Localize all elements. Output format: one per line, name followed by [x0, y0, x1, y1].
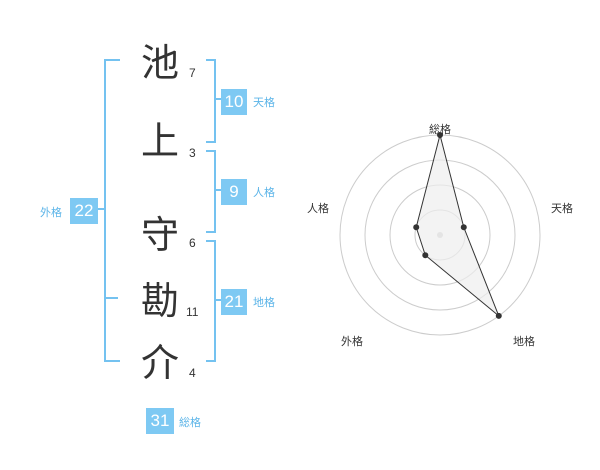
radar-point [460, 224, 467, 231]
stroke-count-3: 6 [189, 236, 196, 250]
chikaku-label: 地格 [253, 296, 275, 309]
jinkaku-value: 9 [221, 179, 247, 205]
radar-axis-label: 地格 [513, 335, 535, 348]
name-char-3: 守 [140, 213, 179, 257]
jinkaku-label: 人格 [253, 186, 275, 199]
gaikaku-value: 22 [70, 198, 98, 224]
gaikaku-divider [104, 297, 118, 299]
name-char-5: 介 [140, 341, 179, 385]
name-char-2: 上 [140, 119, 179, 163]
radar-axis-label: 外格 [341, 335, 363, 348]
radar-point [413, 224, 420, 231]
chikaku-bracket [206, 240, 216, 362]
radar-polygon [415, 134, 500, 317]
radar-point [422, 252, 429, 259]
stroke-count-2: 3 [189, 146, 196, 160]
radar-axis-label: 天格 [551, 202, 573, 215]
jinkaku-connector [216, 189, 222, 191]
tenkaku-value: 10 [221, 89, 247, 115]
radar-point [437, 132, 443, 138]
chikaku-value: 21 [221, 289, 247, 315]
soukaku-label: 総格 [179, 416, 201, 429]
radar-axis-label: 人格 [307, 202, 329, 215]
gaikaku-label: 外格 [40, 206, 62, 219]
gaikaku-connector [98, 208, 104, 210]
gaikaku-bracket [104, 59, 120, 362]
chikaku-connector [216, 299, 222, 301]
radar-point [495, 312, 502, 319]
tenkaku-connector [216, 98, 222, 100]
soukaku-value: 31 [146, 408, 174, 434]
stroke-count-5: 4 [189, 366, 196, 380]
name-char-1: 池 [140, 41, 179, 85]
tenkaku-bracket [206, 59, 216, 143]
jinkaku-bracket [206, 150, 216, 233]
stroke-count-1: 7 [189, 66, 196, 80]
radar-axis-label: 総格 [429, 123, 451, 136]
name-char-4: 勘 [140, 279, 179, 323]
tenkaku-label: 天格 [253, 96, 275, 109]
stroke-count-4: 11 [186, 305, 199, 319]
